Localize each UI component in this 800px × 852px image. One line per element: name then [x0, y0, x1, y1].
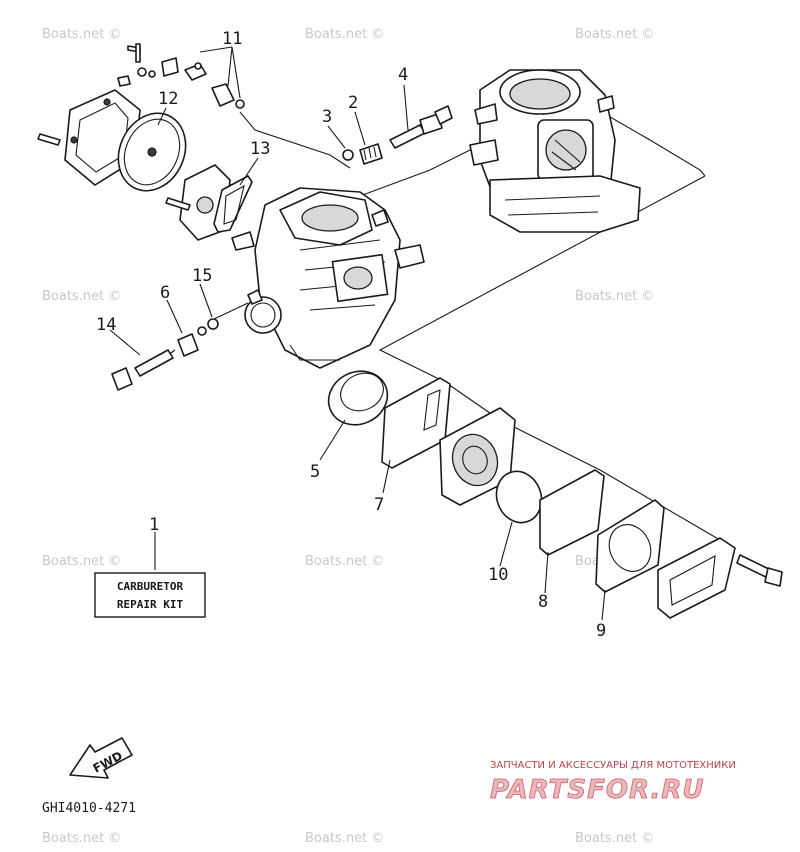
accelerator-pump-group	[327, 370, 783, 619]
callout-13: 13	[250, 139, 270, 159]
carburetor-body-right	[469, 69, 641, 233]
diaphragm-10	[495, 470, 543, 524]
brand-logo: PARTSFOR.RU	[490, 775, 704, 805]
callout-4: 4	[398, 65, 408, 85]
callout-12: 12	[158, 89, 178, 109]
callout-9: 9	[596, 621, 606, 641]
callout-6: 6	[160, 283, 170, 303]
watermark: Boats.net ©	[42, 289, 121, 304]
callout-2: 2	[348, 93, 358, 113]
spring-6	[177, 333, 199, 357]
callout-14: 14	[96, 315, 116, 335]
callout-11: 11	[222, 29, 242, 49]
callout-1: 1	[149, 515, 159, 535]
pilot-screw-group	[111, 318, 219, 391]
spring-2	[359, 143, 383, 165]
gasket-9	[595, 499, 665, 593]
callout-15: 15	[192, 266, 212, 286]
leader-lines	[109, 46, 606, 621]
watermark: Boats.net ©	[42, 554, 121, 569]
callout-10: 10	[488, 565, 508, 585]
gasket-8	[539, 469, 605, 556]
kit-label-line-1: CARBURETOR	[117, 580, 184, 593]
watermark: Boats.net ©	[42, 27, 121, 42]
adjust-screw-group	[342, 105, 453, 165]
pump-cover	[657, 537, 736, 619]
screw	[37, 133, 61, 146]
kit-label-line-2: REPAIR KIT	[117, 598, 184, 611]
watermark: Boats.net ©	[575, 289, 654, 304]
fuel-pump-cover-assembly	[37, 43, 253, 241]
callout-5: 5	[310, 462, 320, 482]
watermark: Boats.net ©	[305, 554, 384, 569]
watermark: Boats.net ©	[575, 27, 654, 42]
watermark: Boats.net ©	[305, 831, 384, 846]
callout-3: 3	[322, 107, 332, 127]
fwd-arrow: FWD	[69, 737, 133, 779]
pilot-screw-14	[134, 349, 174, 377]
watermark: Boats.net ©	[42, 831, 121, 846]
callout-7: 7	[374, 495, 384, 515]
o-ring-15	[207, 318, 219, 330]
repair-kit-box: CARBURETOR REPAIR KIT	[94, 572, 206, 618]
carburetor-body-left	[231, 187, 425, 369]
o-ring-3	[342, 149, 354, 161]
needle-valve	[211, 83, 235, 107]
watermark: Boats.net ©	[305, 27, 384, 42]
callout-labels: 11 12 13 3 2 4 15 6 14 5 7 10 8 9 1	[96, 29, 606, 641]
callout-8: 8	[538, 592, 548, 612]
drawing-code: GHI4010-4271	[42, 801, 136, 816]
fwd-arrow-icon	[69, 737, 133, 779]
explosion-lines	[149, 109, 721, 541]
partsfor-branding: ЗАПЧАСТИ И АКСЕССУАРЫ ДЛЯ МОТОТЕХНИКИ PA…	[490, 760, 736, 805]
watermark: Boats.net ©	[575, 831, 654, 846]
brand-tagline: ЗАПЧАСТИ И АКСЕССУАРЫ ДЛЯ МОТОТЕХНИКИ	[490, 760, 736, 771]
